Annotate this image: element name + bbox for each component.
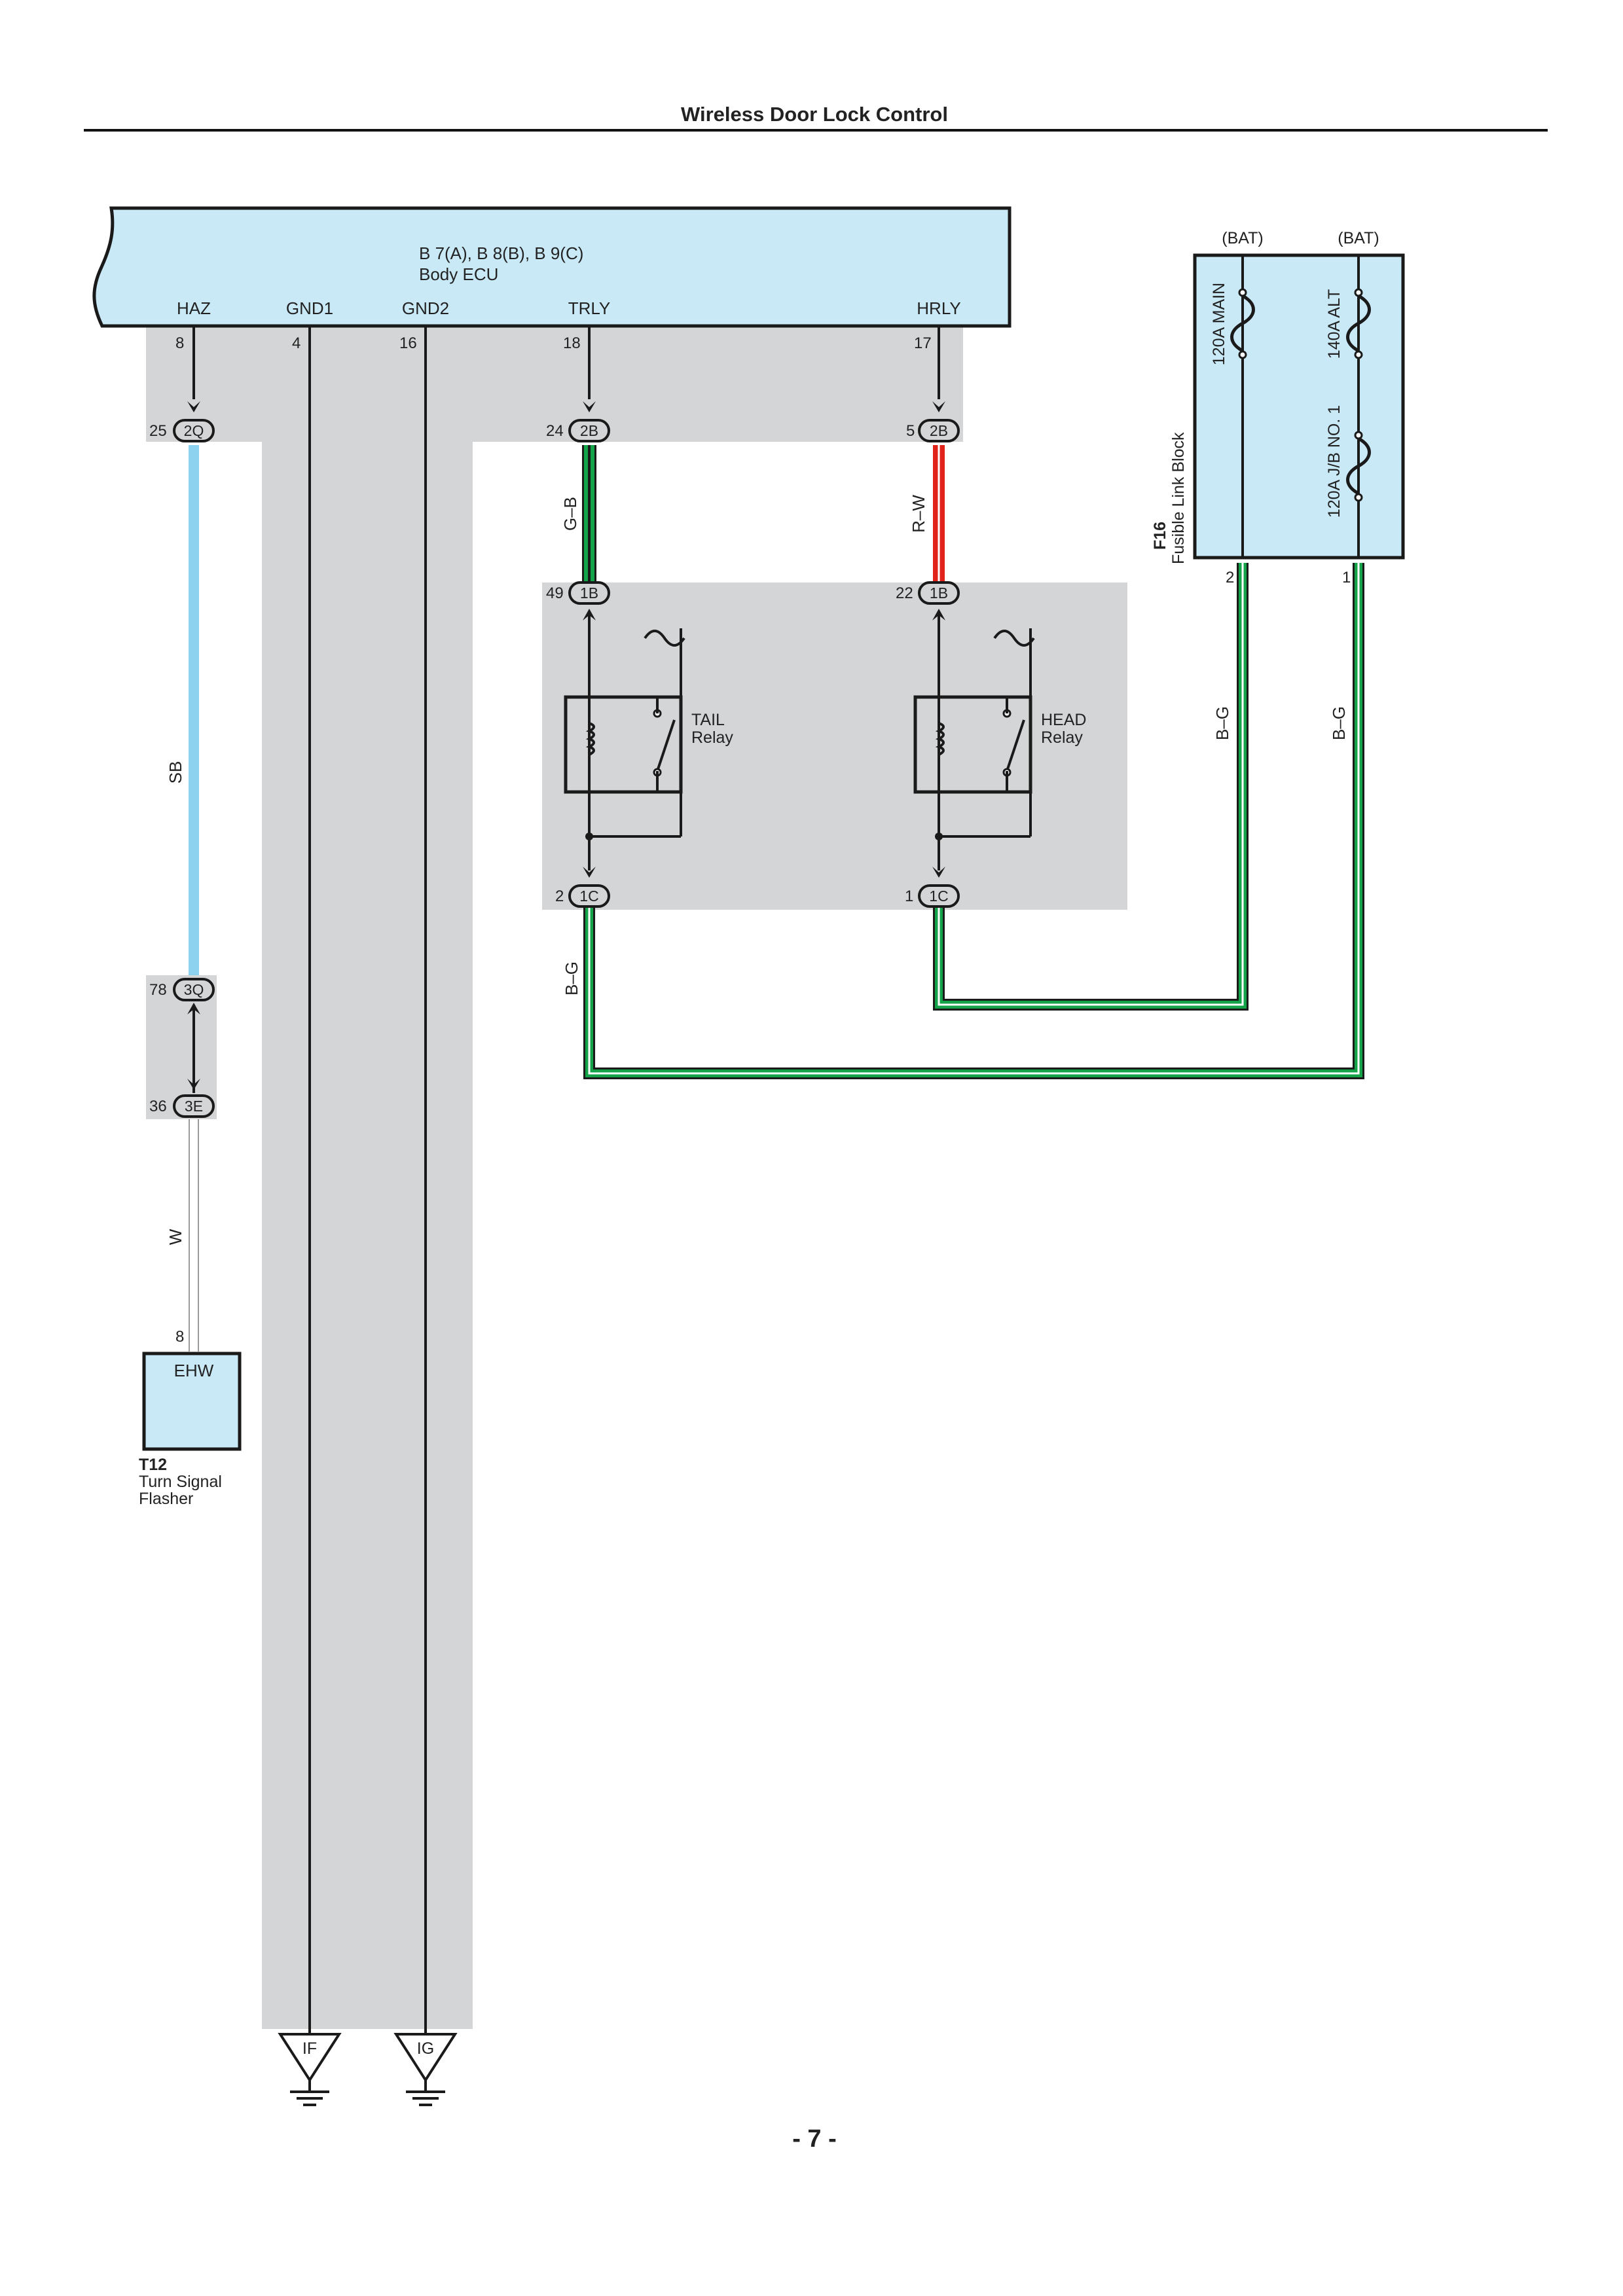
connector-label-1c-head: 1C	[929, 888, 948, 905]
pin-gnd2: 16	[399, 334, 417, 352]
connector-label-3e: 3E	[185, 1098, 203, 1115]
fusible-link-block	[1193, 253, 1405, 560]
page-number: - 7 -	[792, 2125, 837, 2153]
connector-label-2b-trly: 2B	[580, 422, 598, 439]
junction-block-areas	[146, 324, 1127, 2029]
connector-3q: 3Q	[173, 978, 215, 1093]
wire-label-bg-tail: B–G	[562, 961, 581, 996]
relay-wiring	[588, 612, 1032, 870]
wire-label-gb: G–B	[560, 497, 580, 531]
flasher-pin: 8	[175, 1328, 184, 1346]
connector-label-3q: 3Q	[184, 981, 204, 998]
pin-36: 36	[149, 1098, 167, 1115]
bat-label-1: (BAT)	[1222, 229, 1263, 247]
head-relay	[913, 630, 1035, 840]
fuse-main-label: 120A MAIN	[1210, 283, 1228, 365]
pin-24: 24	[546, 422, 564, 440]
body-ecu: B 7(A), B 8(B), B 9(C) Body ECU HAZ GND1…	[92, 206, 1012, 328]
pin-1-head: 1	[905, 888, 913, 905]
fusible-code: F16	[1151, 522, 1169, 550]
pin-22: 22	[896, 584, 913, 602]
connector-3e: 3E	[173, 1094, 215, 1118]
connector-2q: 2Q	[173, 401, 215, 442]
ecu-connectors: B 7(A), B 8(B), B 9(C)	[419, 243, 583, 263]
fusible-pin-1: 1	[1342, 569, 1351, 586]
tail-relay	[564, 630, 685, 840]
terminal-trly: TRLY	[568, 298, 611, 318]
pin-2-tail: 2	[555, 888, 564, 905]
wire-label-bg-f1: B–G	[1329, 706, 1349, 740]
wire-label-rw: R–W	[909, 495, 928, 533]
flasher-code: T12	[139, 1456, 167, 1474]
ground-symbol-ig	[393, 2033, 458, 2106]
fusible-name: Fusible Link Block	[1169, 432, 1188, 564]
terminal-haz: HAZ	[177, 298, 211, 318]
connector-label-1b-head: 1B	[930, 584, 948, 601]
connector-label-1c-tail: 1C	[579, 888, 598, 905]
wire-label-bg-f2: B–G	[1213, 706, 1232, 740]
ecu-name: Body ECU	[419, 264, 498, 284]
connector-1c-head: 1C	[918, 867, 960, 908]
flasher-name-1: Turn Signal	[139, 1473, 222, 1491]
ground-label-if: IF	[302, 2039, 317, 2058]
fusible-pin-2: 2	[1226, 569, 1234, 586]
connector-2b-trly: 2B	[568, 401, 610, 442]
ground-symbol-if	[278, 2033, 342, 2106]
connector-1b-head: 1B	[918, 581, 960, 620]
tail-relay-label-1: TAIL	[691, 711, 725, 729]
pin-49: 49	[546, 584, 564, 602]
ecu-pin-wires	[192, 326, 940, 399]
terminal-hrly: HRLY	[917, 298, 960, 318]
turn-signal-flasher	[142, 1352, 242, 1451]
pin-gnd1: 4	[292, 334, 301, 352]
fuse-alt-label: 140A ALT	[1325, 289, 1343, 359]
fuse-jb-label: 120A J/B NO. 1	[1325, 405, 1343, 518]
page-title: Wireless Door Lock Control	[681, 103, 948, 126]
connector-1b-tail: 1B	[568, 581, 610, 620]
tail-relay-label-2: Relay	[691, 728, 733, 747]
pin-25: 25	[149, 422, 167, 440]
connector-1c-tail: 1C	[568, 867, 610, 908]
pin-78: 78	[149, 981, 167, 999]
pin-hrly: 17	[914, 334, 932, 352]
connector-2b-hrly: 2B	[918, 401, 960, 442]
pin-5: 5	[906, 422, 915, 440]
terminal-gnd1: GND1	[286, 298, 333, 318]
pin-trly: 18	[563, 334, 581, 352]
ground-wires	[308, 326, 427, 2042]
wire-label-sb: SB	[166, 761, 185, 784]
wire-label-w: W	[166, 1229, 185, 1245]
connector-label-1b-tail: 1B	[580, 584, 598, 601]
head-relay-label-1: HEAD	[1041, 711, 1086, 729]
flasher-terminal: EHW	[174, 1361, 214, 1380]
head-relay-label-2: Relay	[1041, 728, 1083, 747]
flasher-name-2: Flasher	[139, 1490, 193, 1508]
connector-label-2q: 2Q	[184, 422, 204, 439]
ground-label-ig: IG	[417, 2039, 434, 2058]
bat-label-2: (BAT)	[1338, 229, 1379, 247]
connector-label-2b-hrly: 2B	[930, 422, 948, 439]
wire-bg-routes	[583, 563, 1364, 1079]
terminal-gnd2: GND2	[402, 298, 449, 318]
pin-haz: 8	[175, 334, 184, 352]
